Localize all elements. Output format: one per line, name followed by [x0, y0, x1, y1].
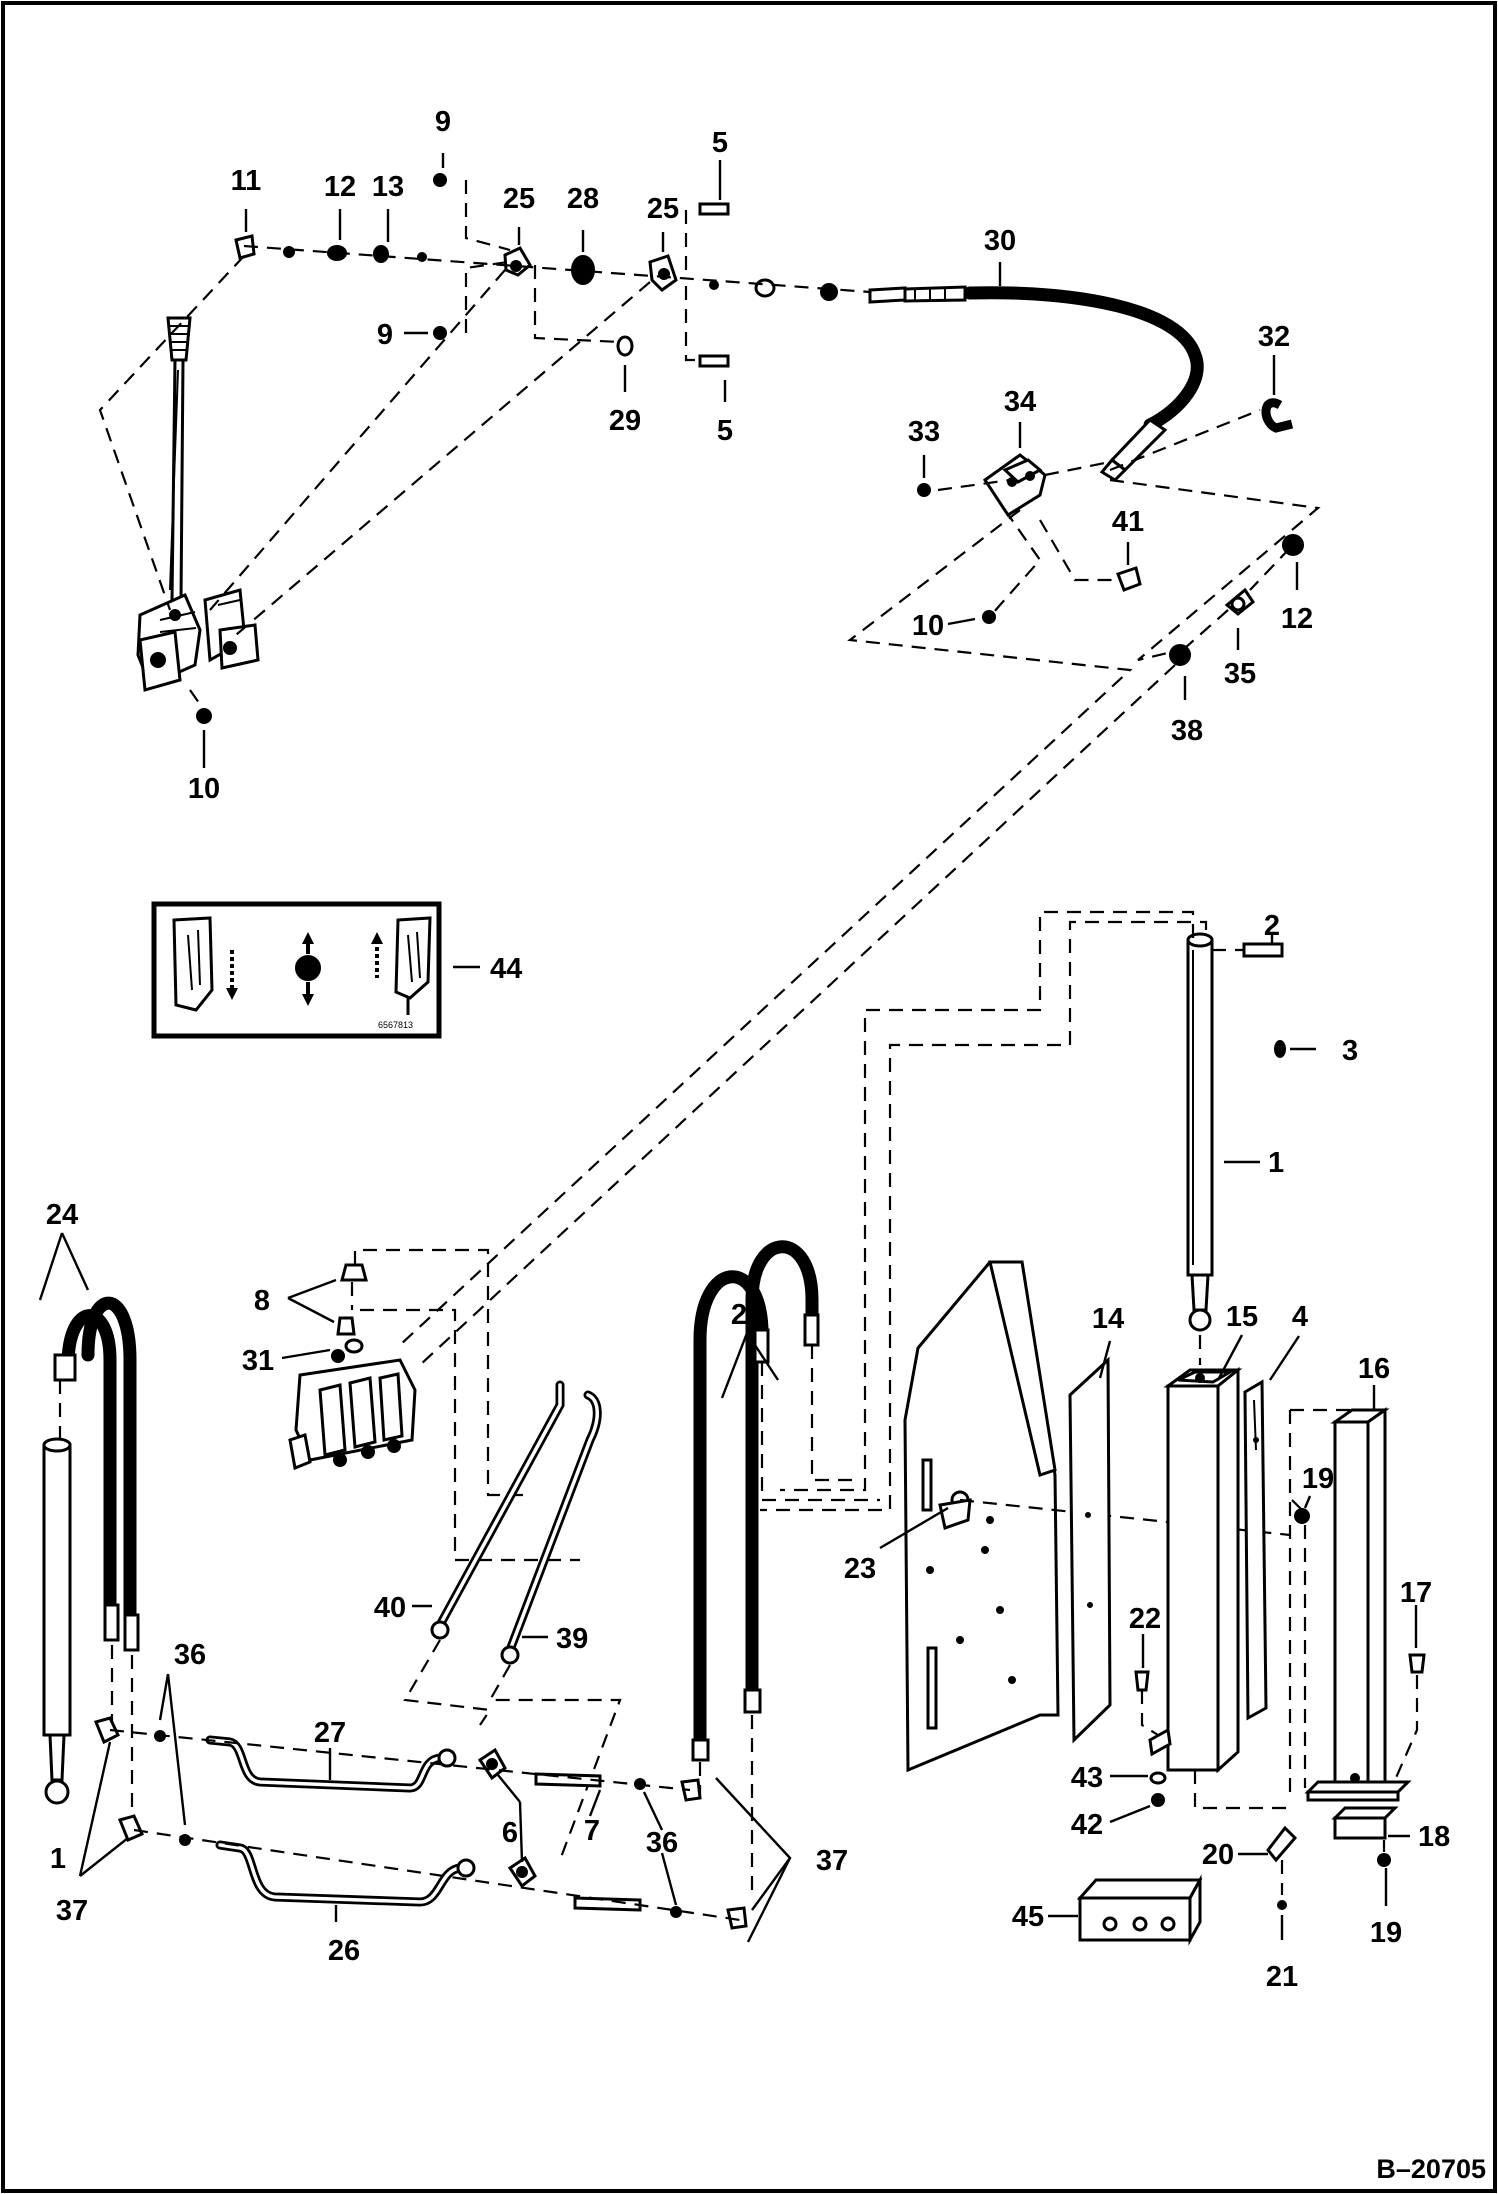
callout-26: 26	[328, 1935, 360, 1967]
callout-1-right: 1	[1268, 1147, 1284, 1179]
hydraulic-route-right	[780, 910, 1195, 1492]
callout-11: 11	[231, 165, 262, 197]
lift-cylinder-left	[42, 1296, 140, 1820]
control-cable	[868, 285, 1294, 482]
callout-labels: 9 11 12 13 25 28 25 5 30 9 29 5 32 33 34…	[46, 106, 1450, 1993]
decal-panel: 6567813	[151, 901, 442, 1039]
callout-5-bottom: 5	[717, 415, 733, 447]
linkage-row-top	[98, 173, 871, 641]
callout-18: 18	[1418, 1821, 1450, 1853]
callout-10-right: 10	[912, 610, 944, 642]
callout-2: 2	[1264, 910, 1280, 942]
callout-32: 32	[1258, 321, 1290, 353]
callout-20: 20	[1202, 1839, 1234, 1871]
callout-39: 39	[556, 1623, 588, 1655]
channel-tube	[1163, 1366, 1243, 1774]
hose-pair-right	[691, 1240, 880, 1895]
callout-21: 21	[1266, 1961, 1298, 1993]
callout-3: 3	[1342, 1035, 1358, 1067]
callout-34: 34	[1004, 386, 1036, 418]
callout-36-left: 36	[174, 1639, 206, 1671]
callout-13: 13	[372, 171, 404, 203]
callout-24-left: 24	[46, 1199, 78, 1231]
callout-27: 27	[314, 1717, 346, 1749]
callout-29: 29	[609, 405, 641, 437]
cable-bracket	[399, 453, 1321, 1366]
callout-35: 35	[1224, 658, 1256, 690]
callout-38: 38	[1171, 715, 1203, 747]
bottom-tube-assemblies	[93, 1716, 748, 1930]
lift-cylinder-right	[1186, 932, 1286, 1365]
guide-bar	[1243, 1379, 1268, 1721]
callout-7: 7	[584, 1815, 600, 1847]
control-lever-assembly	[136, 316, 260, 724]
callout-9-bottom: 9	[377, 319, 393, 351]
callout-10-left: 10	[188, 773, 220, 805]
callout-12-right: 12	[1281, 603, 1313, 635]
mounting-plate	[903, 1260, 1291, 1773]
callout-43: 43	[1071, 1762, 1103, 1794]
callout-15: 15	[1226, 1301, 1258, 1333]
callout-33: 33	[908, 416, 940, 448]
decal-block	[1076, 1874, 1203, 1946]
decal-code: 6567813	[378, 1020, 413, 1030]
callout-37-left: 37	[56, 1895, 88, 1927]
callout-1-left: 1	[50, 1843, 66, 1875]
callout-40: 40	[374, 1592, 406, 1624]
hydraulic-route-right-2	[760, 920, 1208, 1512]
callout-17: 17	[1400, 1577, 1432, 1609]
document-id: B–20705	[1376, 2154, 1486, 2184]
callout-8: 8	[254, 1285, 270, 1317]
callout-45: 45	[1012, 1901, 1044, 1933]
callout-31: 31	[242, 1345, 274, 1377]
callout-36-right: 36	[646, 1827, 678, 1859]
leader-lines	[38, 153, 1418, 1943]
callout-19-top: 19	[1302, 1463, 1334, 1495]
callout-22: 22	[1129, 1603, 1161, 1635]
shim-plate	[1068, 1356, 1112, 1744]
callout-12-top: 12	[324, 171, 356, 203]
callout-30: 30	[984, 225, 1016, 257]
callout-24-right: 24	[731, 1299, 763, 1331]
callout-42: 42	[1071, 1809, 1103, 1841]
callout-4: 4	[1292, 1301, 1308, 1333]
callout-25-left: 25	[503, 183, 535, 215]
callout-37-right: 37	[816, 1845, 848, 1877]
callout-44: 44	[490, 953, 522, 985]
callout-9-top: 9	[435, 106, 451, 138]
fastener-group	[1134, 1670, 1172, 1807]
callout-41: 41	[1112, 506, 1144, 538]
control-valve	[288, 1248, 580, 1562]
callout-19-bottom: 19	[1370, 1917, 1402, 1949]
callout-6: 6	[502, 1817, 518, 1849]
callout-28: 28	[567, 183, 599, 215]
callout-16: 16	[1358, 1353, 1390, 1385]
support-post	[1193, 1407, 1426, 1910]
callout-14: 14	[1092, 1303, 1124, 1335]
callout-25-right: 25	[647, 193, 679, 225]
callout-23: 23	[844, 1553, 876, 1585]
callout-5-top: 5	[712, 127, 728, 159]
